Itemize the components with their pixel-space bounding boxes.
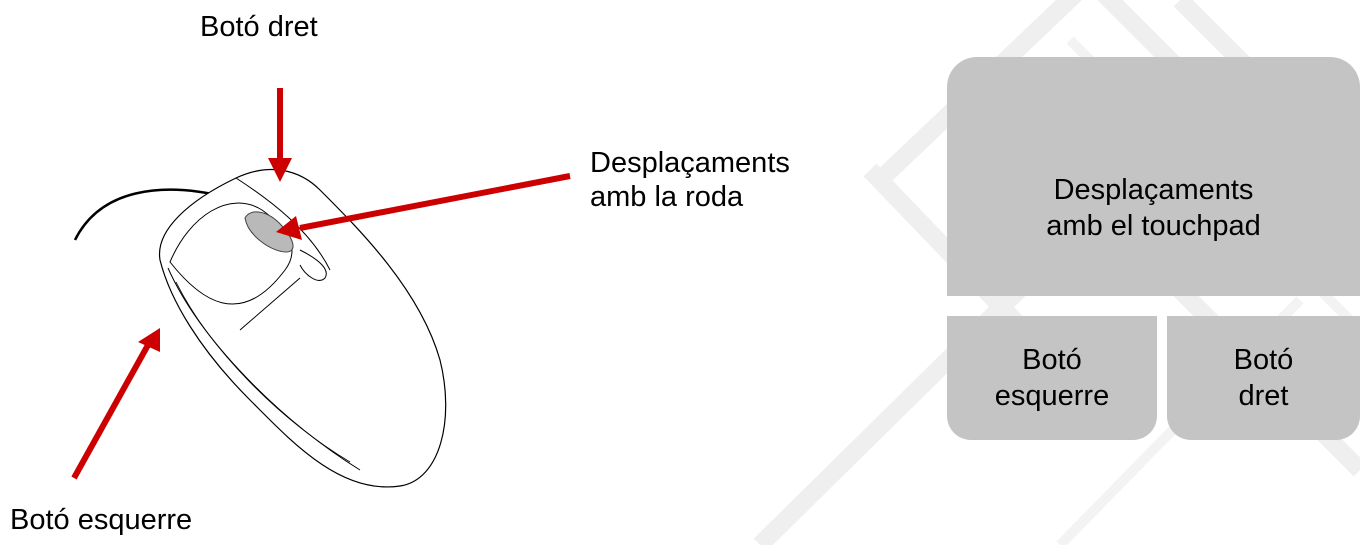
mouse-button-divider [239,277,301,331]
touchpad-surface-line2: amb el touchpad [1046,210,1261,242]
arrow-right-button-head [268,158,292,182]
label-scroll-wheel-line1: Desplaçaments [590,147,790,179]
touchpad-right-line2: dret [1238,380,1289,412]
touchpad-left-line1: Botó [1022,344,1082,376]
arrow-wheel-head [276,216,302,240]
touchpad-surface-line1: Desplaçaments [1053,174,1254,206]
mouse-front-edge [235,177,331,271]
touchpad-left-button: Botó esquerre [947,316,1157,440]
mouse-side-groove-2 [175,281,351,463]
scroll-wheel-icon [244,211,294,253]
label-scroll-wheel-line2: amb la roda [590,181,744,213]
touchpad-right-line1: Botó [1233,344,1294,376]
arrow-wheel-shaft [299,173,571,231]
touchpad-right-button: Botó dret [1167,316,1360,440]
mouse-side-groove [167,267,361,471]
arrow-left-button-head [138,328,160,352]
touchpad-surface: Desplaçaments amb el touchpad [947,57,1360,296]
touchpad-left-line2: esquerre [994,380,1110,412]
label-left-button: Botó esquerre [10,504,193,536]
mouse-cable [73,188,231,241]
mouse-body [158,168,447,488]
label-right-button: Botó dret [200,11,318,43]
arrow-left-button-shaft [71,343,151,480]
label-scroll-wheel: Desplaçaments amb la roda [590,146,870,214]
mouse-notch [299,249,327,281]
